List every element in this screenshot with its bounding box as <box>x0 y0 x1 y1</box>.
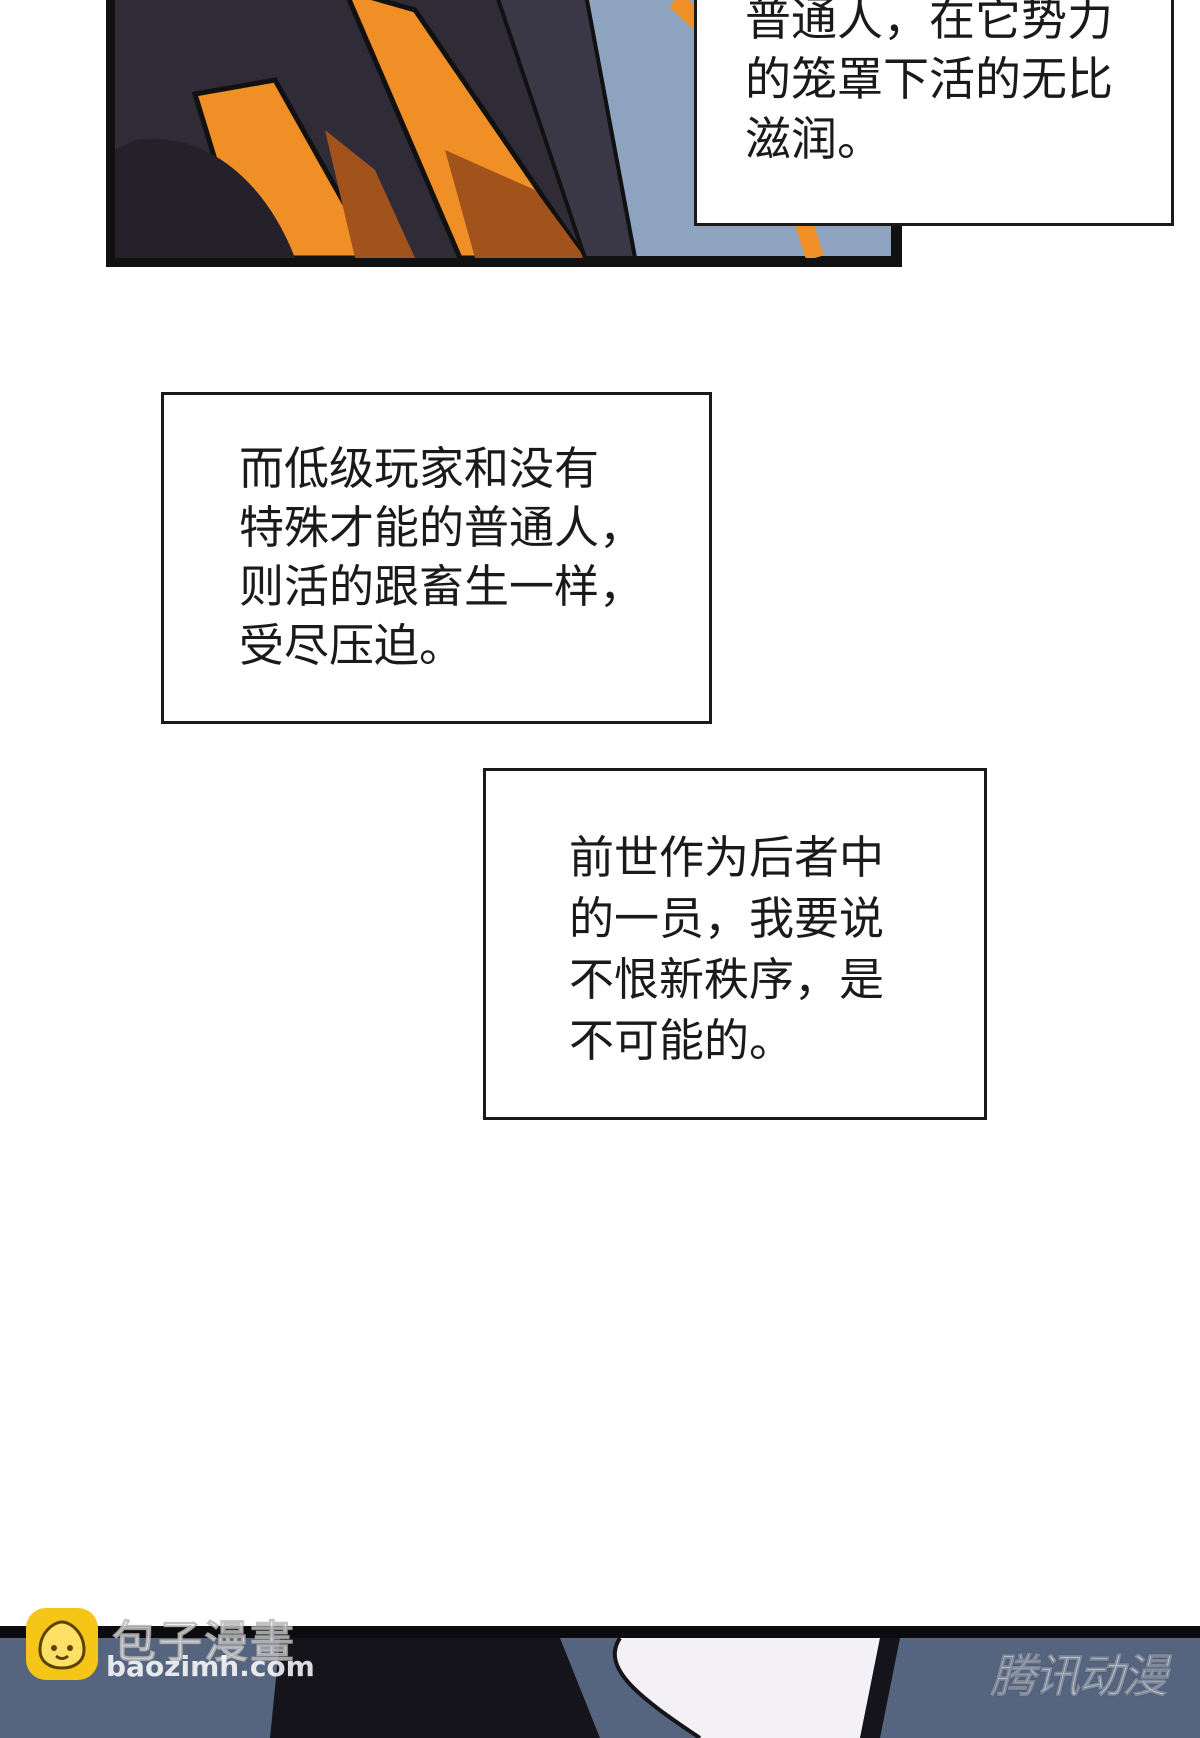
caption-line: 不恨新秩序，是 <box>569 953 885 1006</box>
caption-line: 前世作为后者中 <box>569 831 885 884</box>
caption-line: 的一员，我要说 <box>569 892 885 945</box>
caption-box-lower: 前世作为后者中 的一员，我要说 不恨新秩序，是 不可能的。 <box>483 768 987 1120</box>
caption-line: 的笼罩下活的无比 <box>745 52 1113 106</box>
watermark-site-name: 包子漫畫 <box>112 1617 296 1669</box>
caption-line: 则活的跟畜生一样， <box>239 560 645 613</box>
caption-line: 受尽压迫。 <box>239 619 465 672</box>
caption-line: 而低级玩家和没有 <box>239 442 600 495</box>
caption-line: 不可能的。 <box>569 1014 795 1067</box>
bun-face-icon <box>26 1608 98 1680</box>
watermark-baozimh: 包子漫畫 baozimh.com <box>26 1606 326 1686</box>
watermark-publisher: 腾讯动漫 <box>990 1649 1169 1704</box>
caption-line: 滋润。 <box>745 112 883 166</box>
caption-box-top: 普通人，在它势力 的笼罩下活的无比 滋润。 <box>694 0 1174 226</box>
watermark-site-url: baozimh.com <box>106 1650 315 1683</box>
caption-line: 特殊才能的普通人， <box>239 501 645 554</box>
caption-box-middle: 而低级玩家和没有 特殊才能的普通人， 则活的跟畜生一样， 受尽压迫。 <box>161 392 712 724</box>
caption-line: 普通人，在它势力 <box>745 0 1113 46</box>
